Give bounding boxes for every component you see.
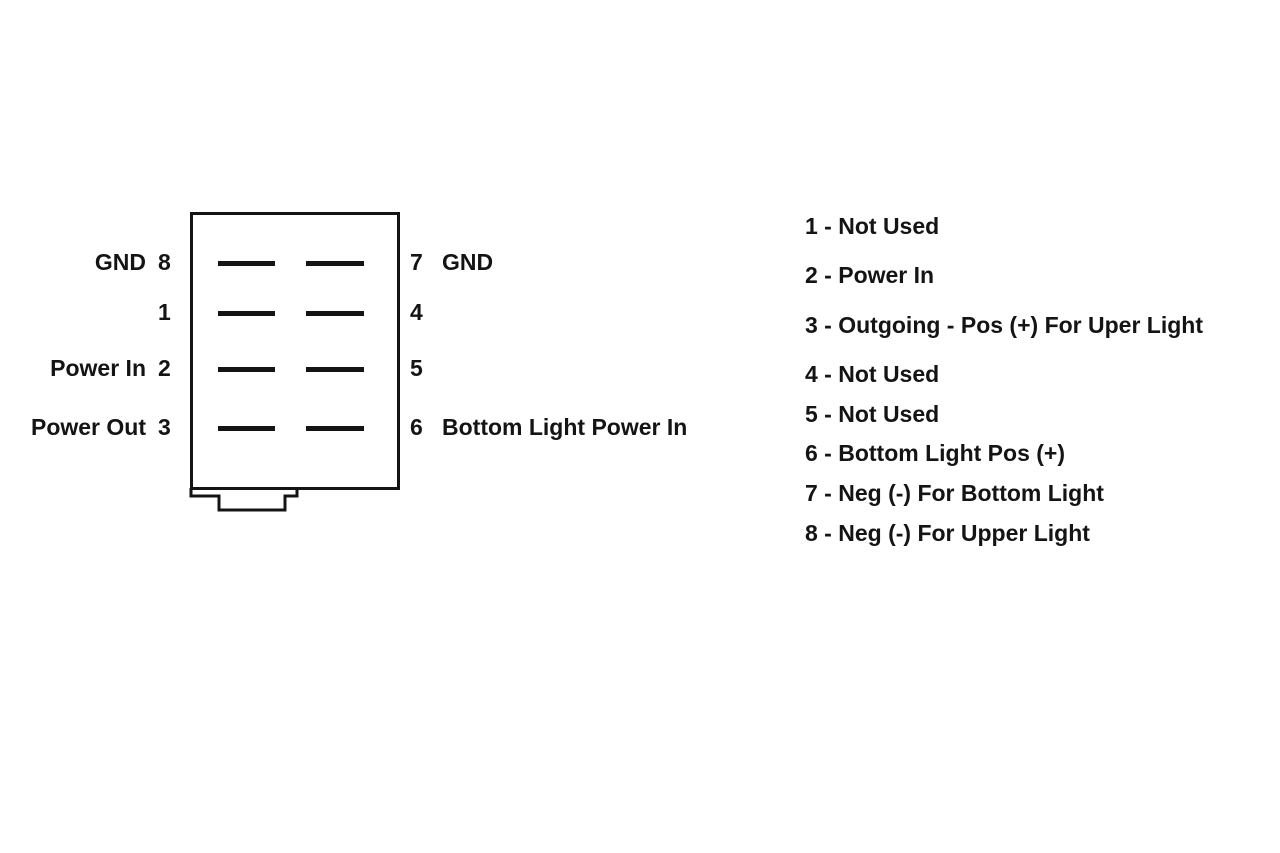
switch-mount-tab — [189, 488, 299, 512]
pin-label-left-2: Power In 2 — [0, 353, 182, 383]
pin-number: 6 — [410, 414, 423, 440]
pin-function-label: GND — [94, 249, 146, 275]
pin-label-right-6: 6 Bottom Light Power In — [410, 412, 687, 442]
pin-function-label: Power Out — [30, 414, 146, 440]
pin-contact-5 — [306, 367, 364, 372]
legend-item-8: 8 - Neg (-) For Upper Light — [805, 520, 1090, 546]
legend-item-5: 5 - Not Used — [805, 401, 940, 427]
pin-number: 3 — [158, 414, 171, 440]
pin-contact-2 — [218, 367, 275, 372]
pin-label-right-5: 5 — [410, 353, 442, 383]
legend-item-1: 1 - Not Used — [805, 213, 940, 239]
pin-number: 2 — [158, 355, 171, 381]
pin-number: 7 — [410, 249, 423, 275]
pin-contact-7 — [306, 261, 364, 266]
pin-number: 4 — [410, 299, 423, 325]
legend-item-6: 6 - Bottom Light Pos (+) — [805, 440, 1066, 466]
pin-contact-3 — [218, 426, 275, 431]
pin-contact-4 — [306, 311, 364, 316]
pinout-legend: 1 - Not Used 2 - Power In 3 - Outgoing -… — [805, 212, 1275, 552]
pin-contact-1 — [218, 311, 275, 316]
pin-label-left-1: 1 — [0, 297, 182, 327]
pin-label-right-4: 4 — [410, 297, 442, 327]
pin-function-label: GND — [442, 249, 494, 275]
pin-function-label: Power In — [50, 355, 146, 381]
legend-item-3: 3 - Outgoing - Pos (+) For Uper Light — [805, 312, 1203, 338]
pin-number: 5 — [410, 355, 423, 381]
pin-contact-6 — [306, 426, 364, 431]
pin-contact-8 — [218, 261, 275, 266]
legend-item-7: 7 - Neg (-) For Bottom Light — [805, 480, 1104, 506]
legend-item-4: 4 - Not Used — [805, 361, 940, 387]
legend-item-2: 2 - Power In — [805, 262, 935, 288]
pin-number: 1 — [158, 299, 171, 325]
pin-function-label: Bottom Light Power In — [442, 414, 688, 440]
switch-body-outline — [190, 212, 400, 490]
pin-label-right-7: 7 GND — [410, 247, 493, 277]
pin-number: 8 — [158, 249, 171, 275]
pin-label-left-8: GND 8 — [0, 247, 182, 277]
pin-label-left-3: Power Out 3 — [0, 412, 182, 442]
